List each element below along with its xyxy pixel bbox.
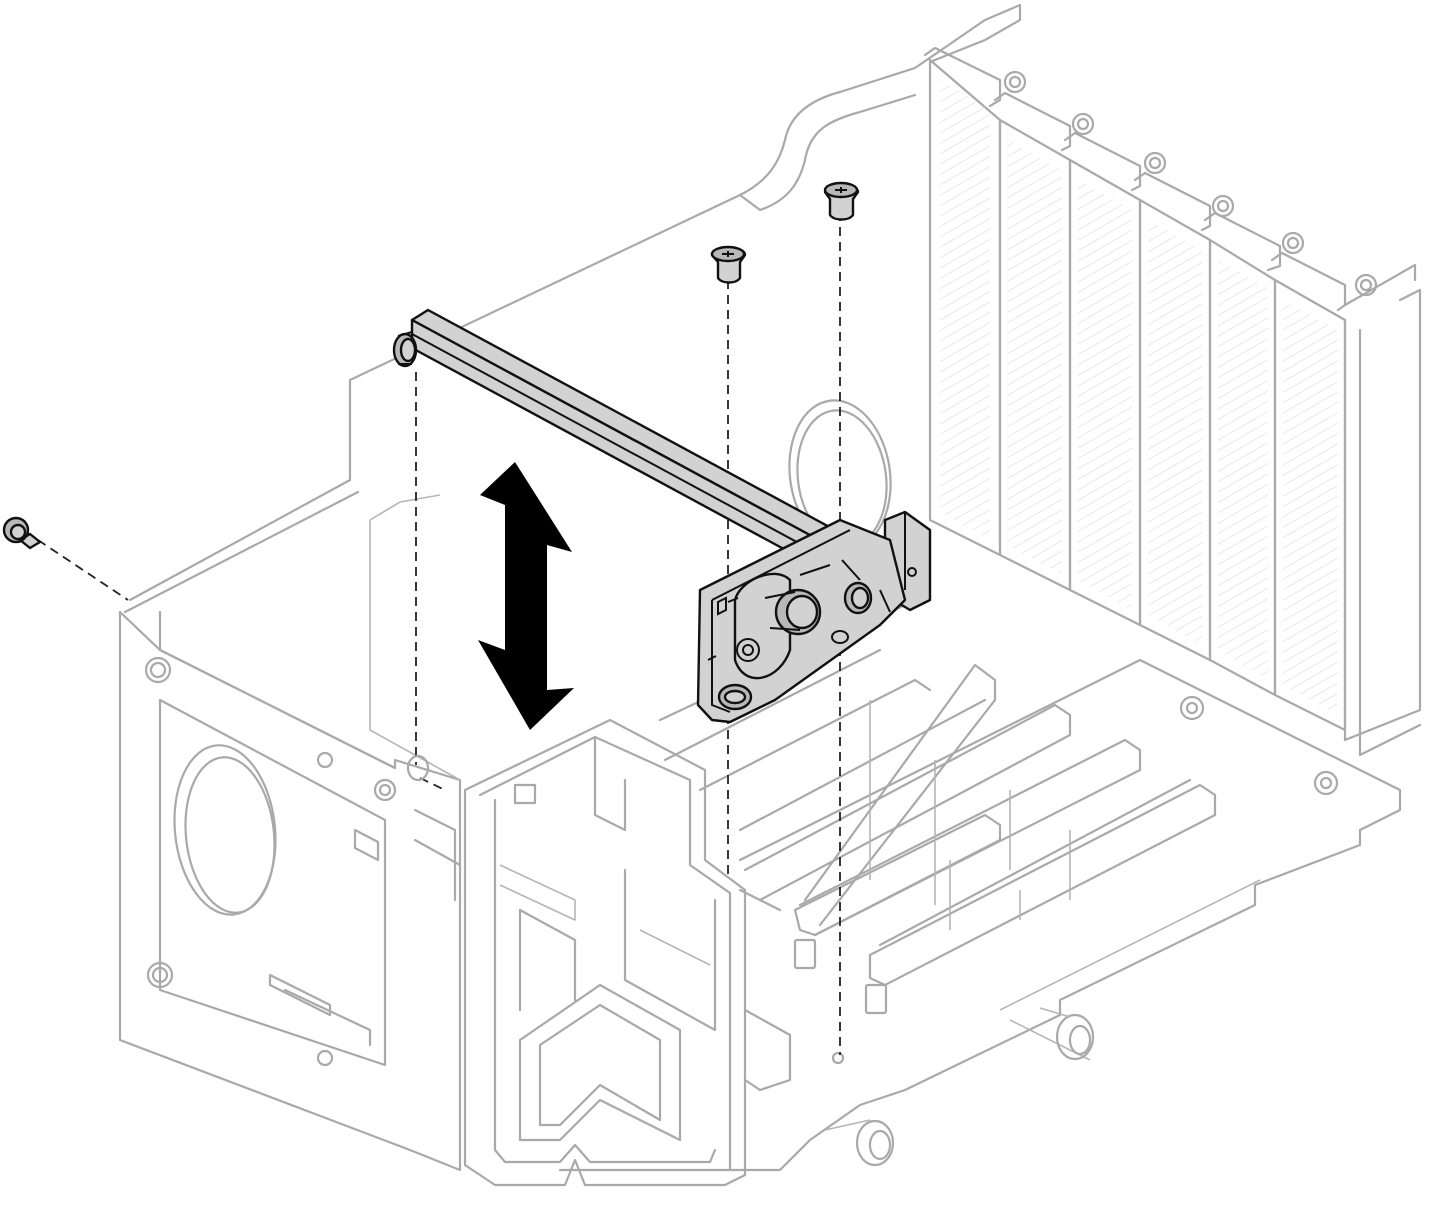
pcie-bracket-array	[923, 46, 1422, 757]
screw-right	[823, 181, 860, 221]
double-arrow-vertical-icon	[478, 462, 574, 730]
screw-middle	[710, 245, 747, 284]
screw-left	[2, 516, 42, 550]
bracket-assembly	[696, 510, 932, 724]
riser-cage-chassis	[118, 3, 1422, 1187]
front-frame	[413, 718, 792, 1187]
